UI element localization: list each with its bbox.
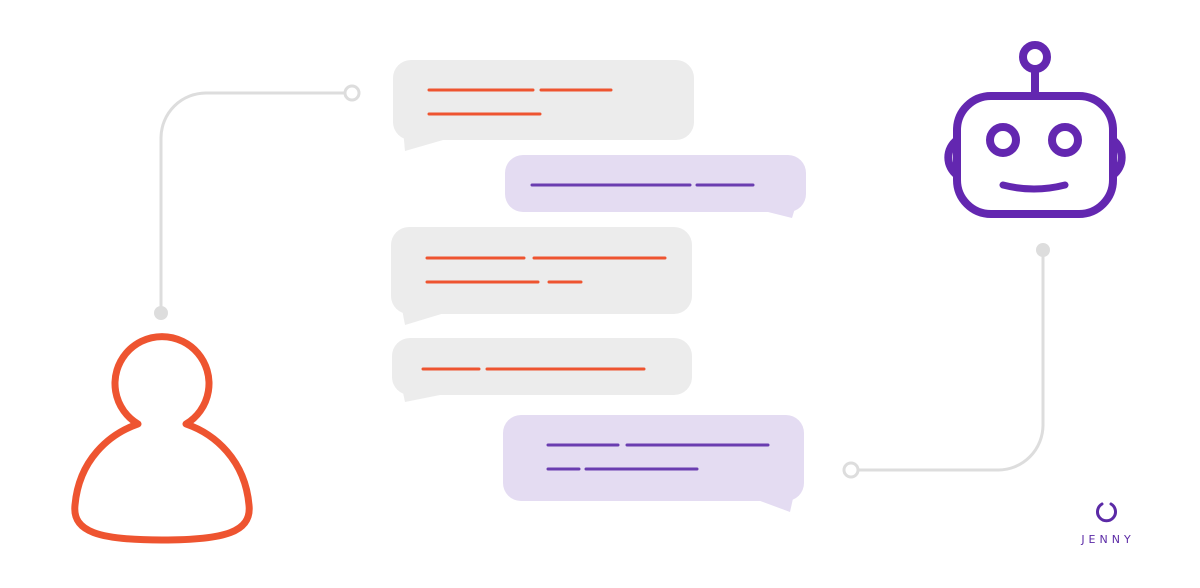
user-message-bubble-2 [391, 227, 692, 325]
user-message-bubble-3 [392, 338, 692, 402]
brand-logo: JENNY [1068, 500, 1144, 546]
user-message-bubble-1 [393, 60, 694, 151]
connector-start-ring [343, 84, 361, 102]
connector-end-dot [1036, 243, 1050, 257]
brand-name: JENNY [1081, 533, 1135, 546]
user-connector [154, 84, 361, 320]
connector-end-dot [154, 306, 168, 320]
robot-icon [944, 41, 1126, 218]
person-icon [71, 333, 253, 544]
bot-message-bubble-1 [505, 155, 806, 218]
bot-message-bubble-2 [503, 415, 804, 512]
bot-connector [842, 243, 1050, 479]
loading-ring-icon [1096, 502, 1117, 523]
connector-start-ring [842, 461, 860, 479]
